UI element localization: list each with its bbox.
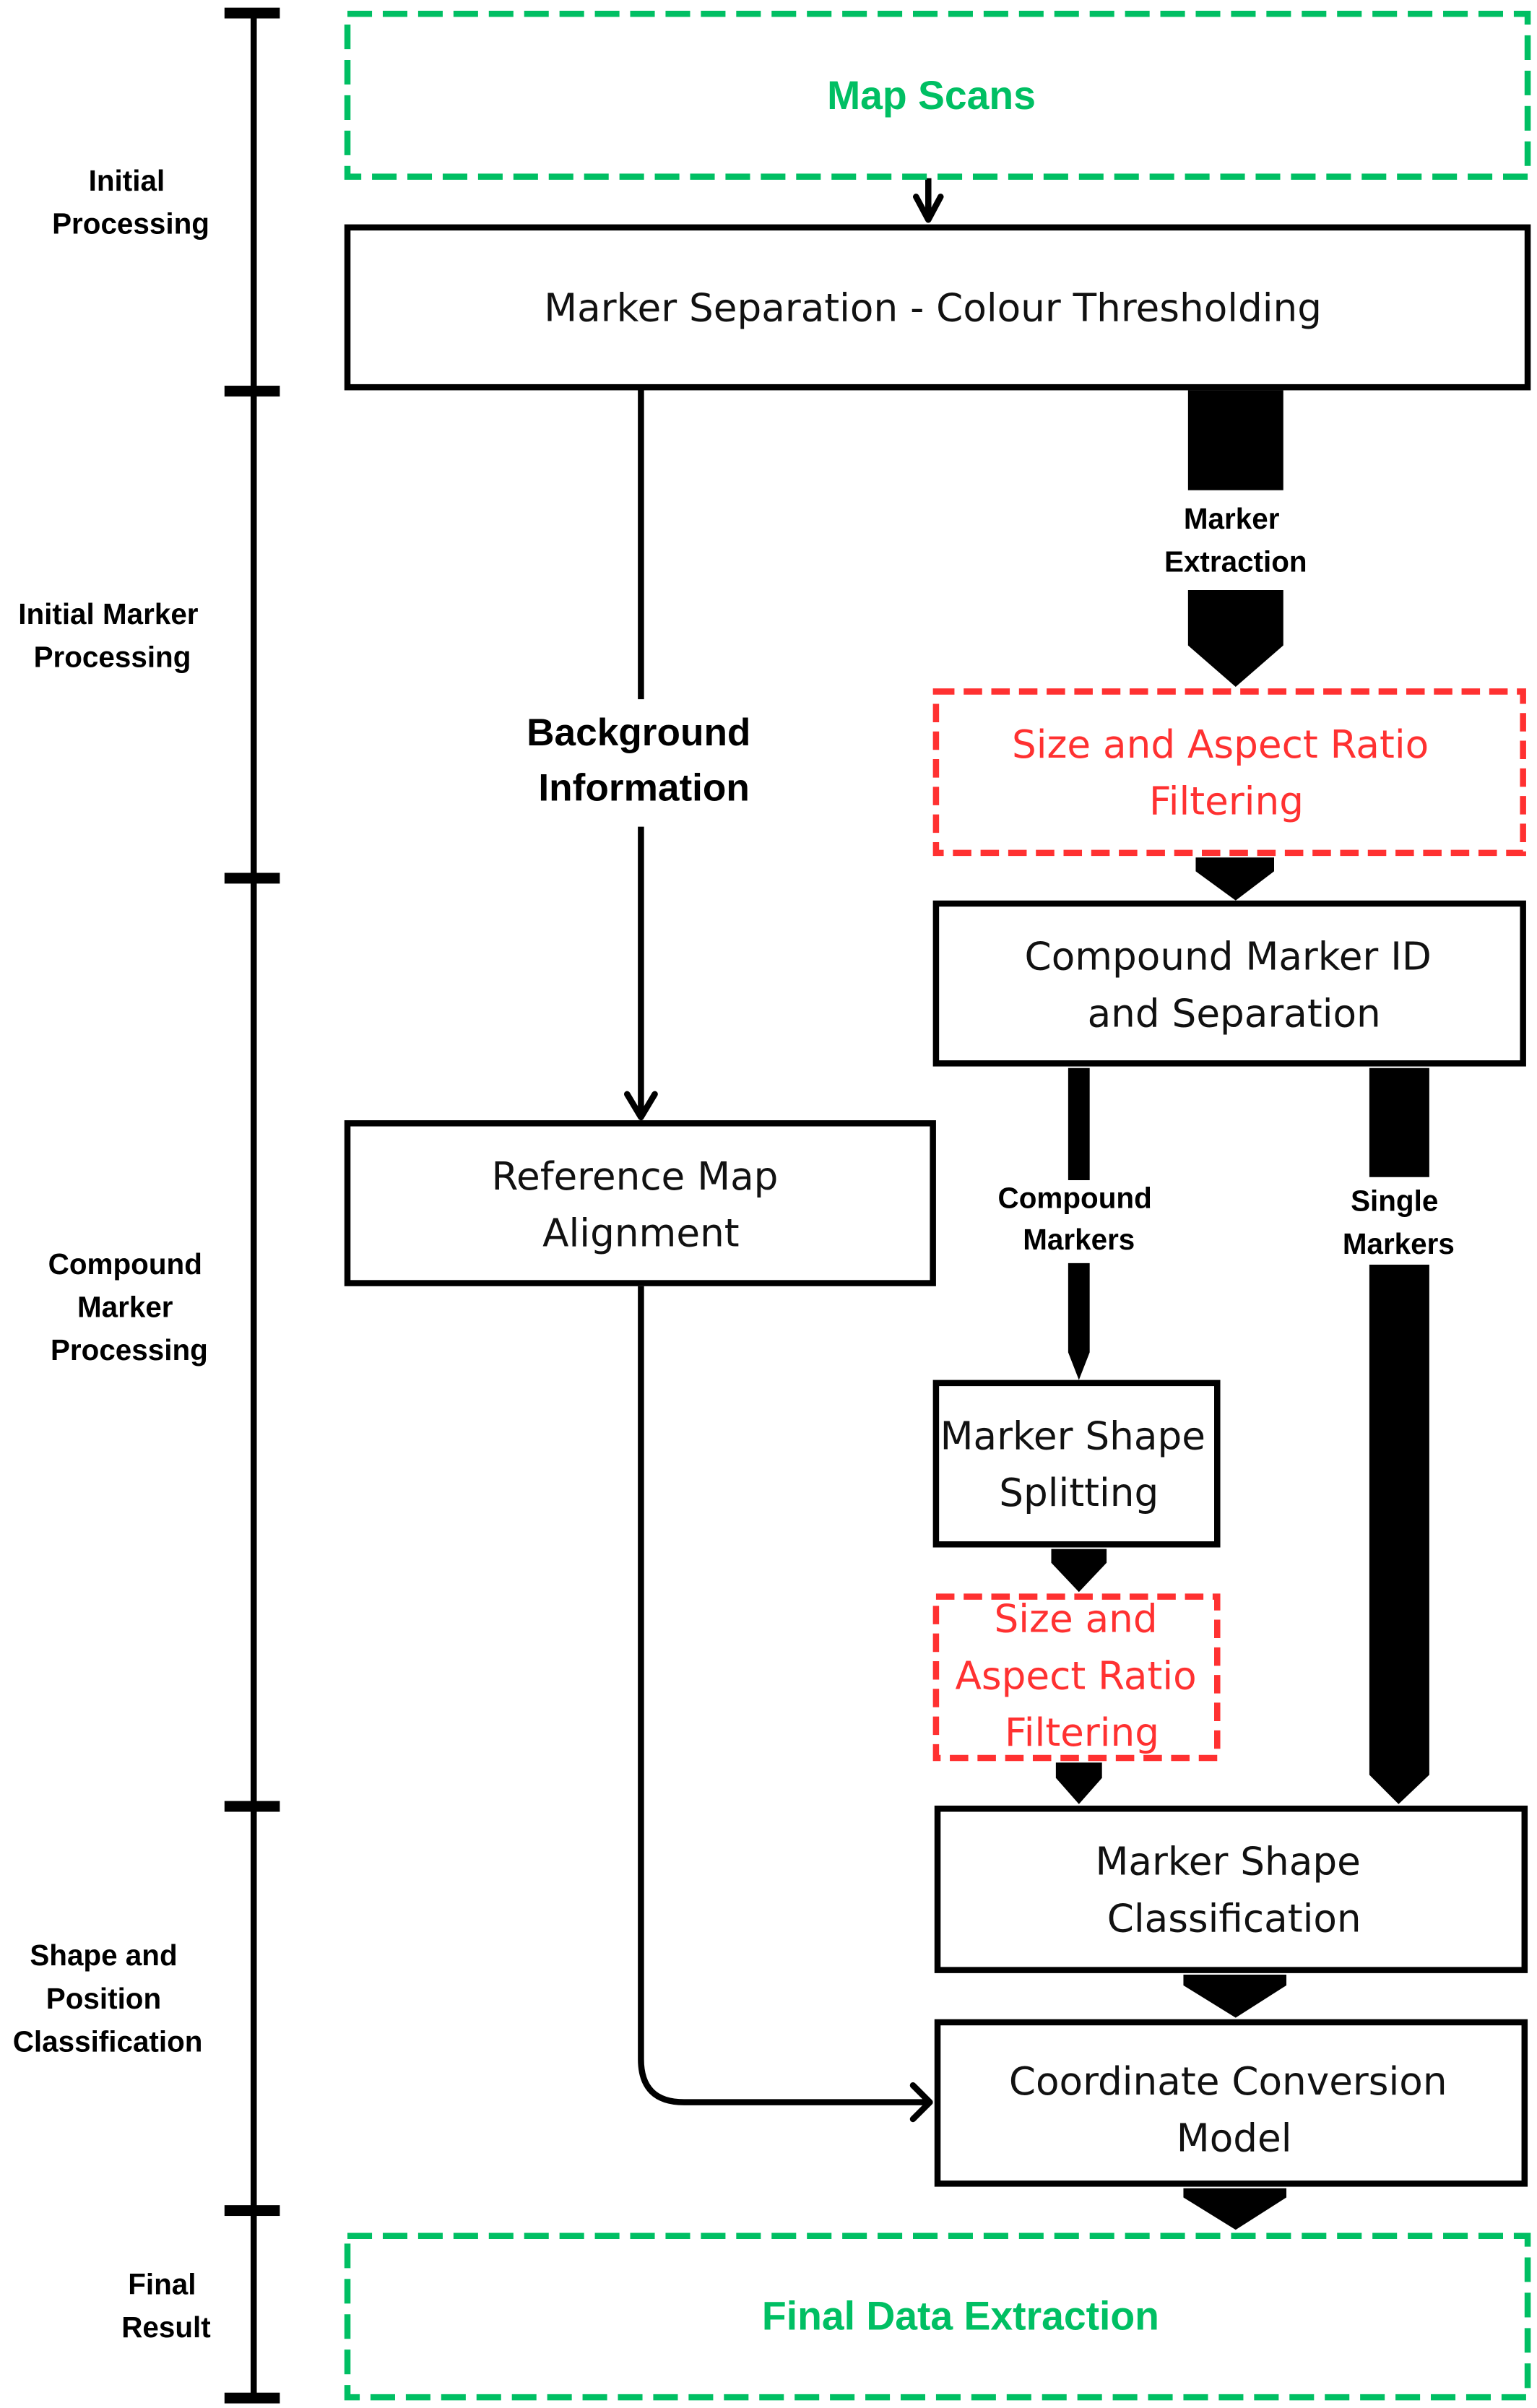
node-marker-separation-label: Marker Separation - Colour Thresholding: [544, 286, 1322, 331]
arrow-filter2-to-classification: [1055, 1762, 1102, 1804]
timeline-tick: [224, 7, 280, 19]
node-compound-id: Compound Marker ID and Separation: [932, 900, 1526, 1067]
stage-label-compound-marker-processing: Compound Marker Processing: [48, 1247, 210, 1367]
timeline-tick: [224, 2392, 280, 2404]
node-compound-id-label: Compound Marker ID and Separation: [1025, 935, 1444, 1036]
connectors: Background Information Marker Extraction…: [527, 178, 1455, 2230]
timeline-tick: [224, 1801, 280, 1812]
node-size-filter-1-label: Size and Aspect Ratio Filtering: [1012, 722, 1441, 824]
arrow-map-to-separation: [912, 178, 944, 223]
timeline-tick: [224, 386, 280, 397]
arrow-marker-extraction: [1187, 390, 1283, 688]
node-reference-alignment-label: Reference Map Alignment: [491, 1154, 790, 1256]
node-coordinate-conversion-label: Coordinate Conversion Model: [1009, 2059, 1460, 2161]
stage-label-final-result: Final Result: [121, 2268, 211, 2344]
stage-timeline: Initial Processing Initial Marker Proces…: [13, 7, 280, 2404]
node-final-extraction: Final Data Extraction: [344, 2232, 1531, 2401]
timeline-tick: [224, 872, 280, 884]
node-map-scans-label: Map Scans: [827, 73, 1036, 118]
stage-label-shape-position-classification: Shape and Position Classification: [13, 1939, 203, 2058]
node-shape-splitting-label: Marker Shape Splitting: [940, 1413, 1218, 1515]
stage-label-initial-processing: Initial Processing: [52, 164, 209, 241]
node-shape-splitting: Marker Shape Splitting: [932, 1380, 1221, 1548]
timeline-tick: [224, 2205, 280, 2217]
node-reference-alignment: Reference Map Alignment: [344, 1120, 936, 1286]
edge-label-single-markers: Single Markers: [1343, 1184, 1455, 1261]
node-final-extraction-label: Final Data Extraction: [762, 2293, 1159, 2338]
arrow-splitting-to-filter2: [1051, 1549, 1107, 1593]
arrow-conversion-to-final: [1183, 2188, 1287, 2230]
node-size-filter-2: Size and Aspect Ratio Filtering: [932, 1593, 1221, 1762]
node-coordinate-conversion: Coordinate Conversion Model: [934, 2019, 1528, 2187]
edge-label-background-information: Background Information: [527, 711, 761, 810]
node-map-scans: Map Scans: [344, 10, 1531, 180]
arrow-alignment-to-conversion: [638, 1286, 933, 2123]
node-size-filter-2-label: Size and Aspect Ratio Filtering: [956, 1597, 1209, 1755]
arrow-single-markers: [1369, 1067, 1429, 1804]
edge-label-marker-extraction: Marker Extraction: [1164, 502, 1307, 579]
node-shape-classification-label: Marker Shape Classification: [1096, 1840, 1373, 1941]
arrow-compound-markers: [1068, 1067, 1090, 1380]
arrow-classification-to-conversion: [1183, 1975, 1287, 2018]
node-shape-classification: Marker Shape Classification: [934, 1805, 1528, 1973]
arrow-filter1-to-compound-id: [1195, 857, 1274, 901]
node-marker-separation: Marker Separation - Colour Thresholding: [344, 224, 1531, 391]
node-size-filter-1: Size and Aspect Ratio Filtering: [932, 688, 1526, 857]
stage-label-initial-marker-processing: Initial Marker Processing: [18, 597, 207, 674]
arrow-background-information: [624, 389, 658, 1121]
edge-label-compound-markers: Compound Markers: [998, 1181, 1160, 1255]
